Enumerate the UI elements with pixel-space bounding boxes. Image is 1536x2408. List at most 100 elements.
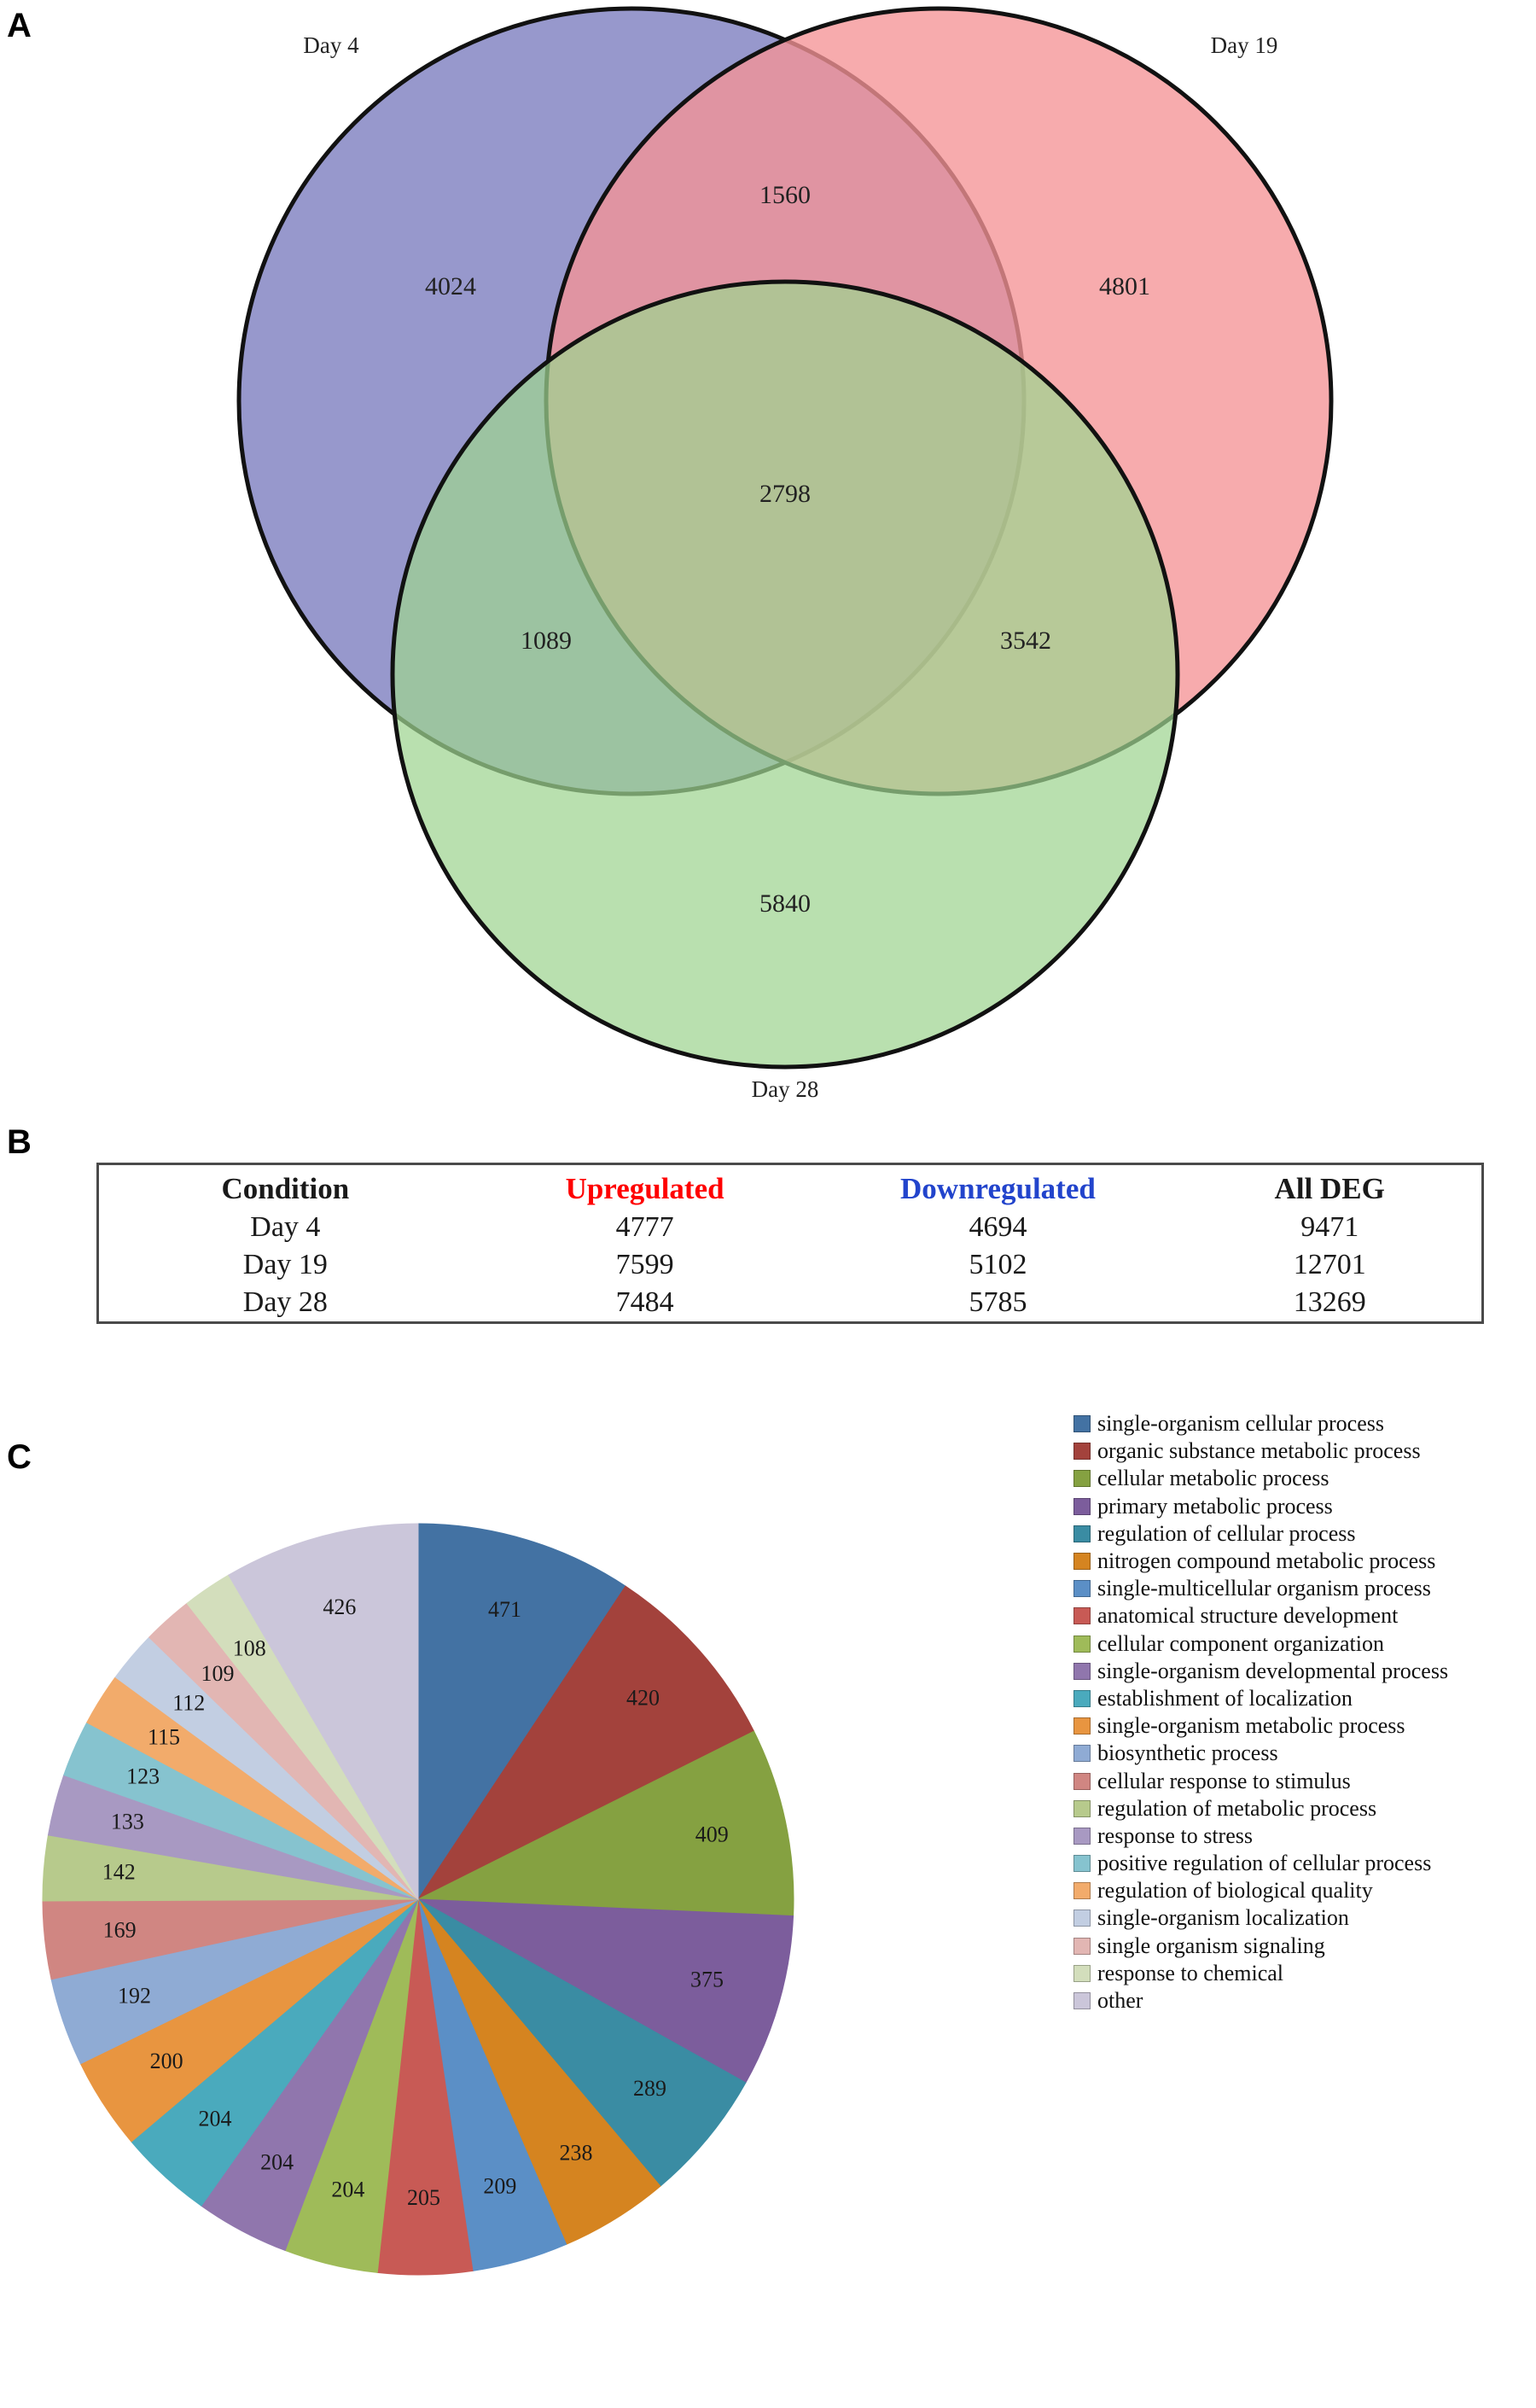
table-row: Day 28 7484 5785 13269 bbox=[98, 1284, 1483, 1323]
legend-label: single organism signaling bbox=[1097, 1933, 1325, 1958]
deg-summary-table: Condition Upregulated Downregulated All … bbox=[96, 1163, 1484, 1324]
legend-color-swatch bbox=[1073, 1635, 1091, 1653]
pie-value-label: 375 bbox=[690, 1967, 724, 1991]
cell-condition: Day 4 bbox=[250, 1211, 321, 1243]
legend-label: establishment of localization bbox=[1097, 1685, 1353, 1711]
legend-item: regulation of metabolic process bbox=[1073, 1795, 1534, 1822]
cell-all-deg: 12701 bbox=[1293, 1249, 1366, 1280]
legend-label: single-multicellular organism process bbox=[1097, 1576, 1431, 1601]
legend-item: positive regulation of cellular process bbox=[1073, 1850, 1534, 1877]
panel-a-letter: A bbox=[7, 7, 32, 44]
venn-circle-day28 bbox=[390, 279, 1180, 1070]
cell-upregulated: 4777 bbox=[615, 1211, 674, 1243]
go-term-pie-chart: 4714204093752892382092052042042042001921… bbox=[42, 1523, 794, 2276]
venn-count-day28-only: 5840 bbox=[759, 889, 811, 918]
pie-value-label: 409 bbox=[695, 1822, 729, 1847]
cell-downregulated: 5785 bbox=[969, 1286, 1027, 1318]
legend-item: cellular metabolic process bbox=[1073, 1465, 1534, 1492]
cell-upregulated: 7599 bbox=[615, 1249, 674, 1280]
legend-item: single-multicellular organism process bbox=[1073, 1575, 1534, 1602]
legend-color-swatch bbox=[1073, 1443, 1091, 1461]
legend-item: single-organism localization bbox=[1073, 1904, 1534, 1932]
legend-color-swatch bbox=[1073, 1799, 1091, 1817]
pie-value-label: 108 bbox=[233, 1636, 266, 1661]
venn-label-day4: Day 4 bbox=[303, 32, 359, 58]
legend-label: single-organism metabolic process bbox=[1097, 1713, 1405, 1739]
legend-label: organic substance metabolic process bbox=[1097, 1438, 1421, 1464]
legend-color-swatch bbox=[1073, 1882, 1091, 1900]
legend-label: single-organism developmental process bbox=[1097, 1658, 1449, 1683]
venn-count-day4-day19: 1560 bbox=[759, 181, 811, 209]
legend-label: positive regulation of cellular process bbox=[1097, 1851, 1432, 1876]
legend-item: response to chemical bbox=[1073, 1960, 1534, 1987]
legend-label: cellular metabolic process bbox=[1097, 1466, 1329, 1491]
legend-item: primary metabolic process bbox=[1073, 1493, 1534, 1520]
table-row: Day 4 4777 4694 9471 bbox=[98, 1209, 1483, 1246]
pie-value-label: 133 bbox=[111, 1809, 144, 1834]
legend-label: anatomical structure development bbox=[1097, 1603, 1399, 1629]
venn-diagram: Day 4 Day 19 Day 28 4024 4801 5840 1560 … bbox=[236, 6, 1334, 1102]
pie-value-label: 289 bbox=[633, 2076, 666, 2101]
legend-label: other bbox=[1097, 1988, 1143, 2014]
legend-item: biosynthetic process bbox=[1073, 1740, 1534, 1767]
legend-item: single-organism cellular process bbox=[1073, 1410, 1534, 1437]
venn-label-day19: Day 19 bbox=[1211, 32, 1278, 58]
legend-label: regulation of cellular process bbox=[1097, 1520, 1356, 1546]
legend-label: regulation of biological quality bbox=[1097, 1878, 1373, 1904]
legend-label: cellular component organization bbox=[1097, 1630, 1384, 1656]
pie-value-label: 123 bbox=[126, 1764, 160, 1789]
table-row: Day 19 7599 5102 12701 bbox=[98, 1246, 1483, 1284]
legend-label: single-organism localization bbox=[1097, 1905, 1349, 1931]
th-condition: Condition bbox=[221, 1172, 350, 1205]
legend-item: nitrogen compound metabolic process bbox=[1073, 1548, 1534, 1575]
cell-all-deg: 9471 bbox=[1300, 1211, 1359, 1243]
legend-color-swatch bbox=[1073, 1415, 1091, 1433]
pie-value-label: 471 bbox=[488, 1597, 521, 1622]
legend-color-swatch bbox=[1073, 1909, 1091, 1927]
table-header-row: Condition Upregulated Downregulated All … bbox=[98, 1164, 1483, 1210]
legend-color-swatch bbox=[1073, 1497, 1091, 1515]
cell-downregulated: 4694 bbox=[969, 1211, 1027, 1243]
pie-value-label: 142 bbox=[102, 1860, 136, 1885]
legend-label: regulation of metabolic process bbox=[1097, 1795, 1377, 1821]
pie-value-label: 192 bbox=[118, 1983, 151, 2008]
legend-item: single-organism developmental process bbox=[1073, 1658, 1534, 1685]
legend-label: single-organism cellular process bbox=[1097, 1411, 1384, 1437]
pie-value-label: 115 bbox=[148, 1725, 180, 1750]
legend-label: cellular response to stimulus bbox=[1097, 1768, 1351, 1793]
pie-value-label: 205 bbox=[407, 2185, 440, 2210]
legend-item: establishment of localization bbox=[1073, 1685, 1534, 1712]
cell-upregulated: 7484 bbox=[615, 1286, 674, 1318]
legend-color-swatch bbox=[1073, 1553, 1091, 1571]
pie-value-label: 426 bbox=[323, 1595, 356, 1619]
legend-color-swatch bbox=[1073, 1525, 1091, 1542]
panel-b-letter: B bbox=[7, 1123, 32, 1161]
pie-value-label: 204 bbox=[199, 2106, 232, 2131]
legend-color-swatch bbox=[1073, 1607, 1091, 1625]
pie-value-label: 204 bbox=[260, 2150, 294, 2175]
legend-color-swatch bbox=[1073, 1772, 1091, 1790]
legend-label: primary metabolic process bbox=[1097, 1493, 1333, 1519]
legend-item: regulation of biological quality bbox=[1073, 1877, 1534, 1904]
legend-color-swatch bbox=[1073, 1855, 1091, 1873]
legend-color-swatch bbox=[1073, 1992, 1091, 2010]
pie-value-label: 209 bbox=[483, 2174, 516, 2199]
th-downregulated: Downregulated bbox=[900, 1172, 1096, 1205]
pie-value-label: 420 bbox=[626, 1686, 660, 1711]
pie-slices-group bbox=[42, 1523, 794, 2276]
pie-value-label: 112 bbox=[172, 1691, 205, 1716]
venn-count-day4-only: 4024 bbox=[425, 272, 476, 300]
deg-table-body: Condition Upregulated Downregulated All … bbox=[98, 1164, 1483, 1323]
cell-condition: Day 19 bbox=[242, 1249, 328, 1280]
legend-color-swatch bbox=[1073, 1662, 1091, 1680]
th-all-deg: All DEG bbox=[1274, 1172, 1385, 1205]
legend-item: regulation of cellular process bbox=[1073, 1520, 1534, 1548]
pie-slice bbox=[228, 1523, 419, 1901]
pie-slice bbox=[416, 1730, 794, 1917]
th-upregulated: Upregulated bbox=[565, 1172, 724, 1205]
legend-color-swatch bbox=[1073, 1470, 1091, 1488]
legend-item: response to stress bbox=[1073, 1822, 1534, 1850]
cell-condition: Day 28 bbox=[242, 1286, 328, 1318]
